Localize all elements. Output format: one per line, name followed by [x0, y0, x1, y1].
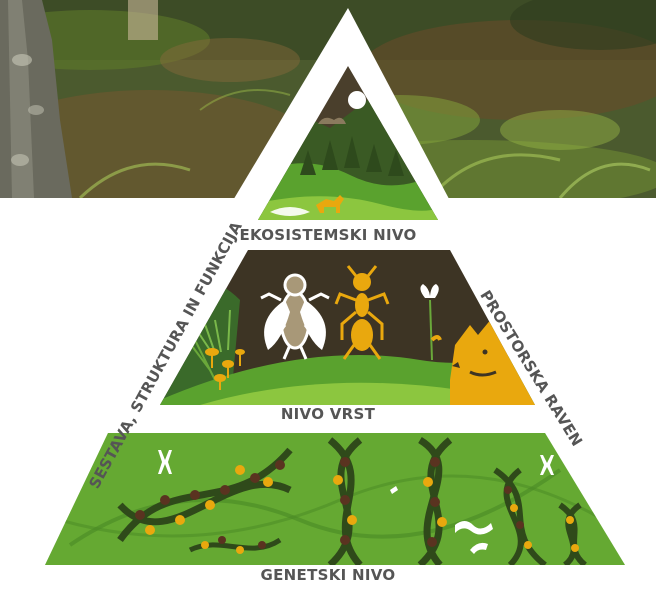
level-label-species: NIVO VRST	[0, 405, 656, 423]
level-label-genetic: GENETSKI NIVO	[0, 566, 656, 584]
genetic-illustration	[40, 430, 630, 570]
level-label-ecosystem: EKOSISTEMSKI NIVO	[0, 226, 656, 244]
